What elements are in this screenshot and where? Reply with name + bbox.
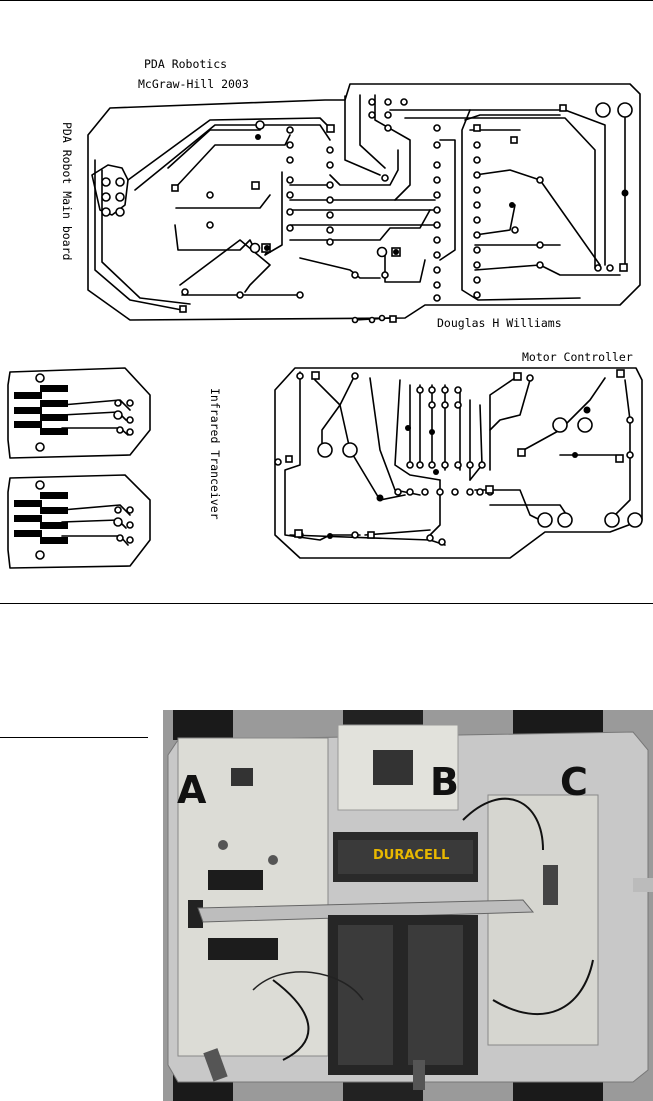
battery-brand: DURACELL bbox=[373, 848, 449, 863]
robot-photo: A B C DURACELL bbox=[163, 710, 653, 1101]
ir-emitter-strips bbox=[14, 385, 68, 544]
main-board-outline bbox=[88, 84, 640, 320]
pcb-artwork bbox=[0, 0, 653, 603]
infrared-label: Infrared Tranceiver bbox=[208, 388, 222, 520]
main-board-title-1: PDA Robotics bbox=[144, 57, 227, 71]
figure-bottom-rule bbox=[0, 603, 653, 604]
author-label: Douglas H Williams bbox=[437, 316, 562, 330]
caption-rule bbox=[0, 737, 148, 738]
photo-label-b: B bbox=[430, 760, 459, 804]
pcb-vias bbox=[255, 134, 629, 539]
photo-label-a: A bbox=[177, 768, 206, 812]
main-board-side-label: PDA Robot Main board bbox=[60, 122, 74, 260]
main-board-title-2: McGraw-Hill 2003 bbox=[138, 77, 249, 91]
photo-label-c: C bbox=[560, 760, 588, 804]
motor-controller-label: Motor Controller bbox=[522, 350, 633, 364]
